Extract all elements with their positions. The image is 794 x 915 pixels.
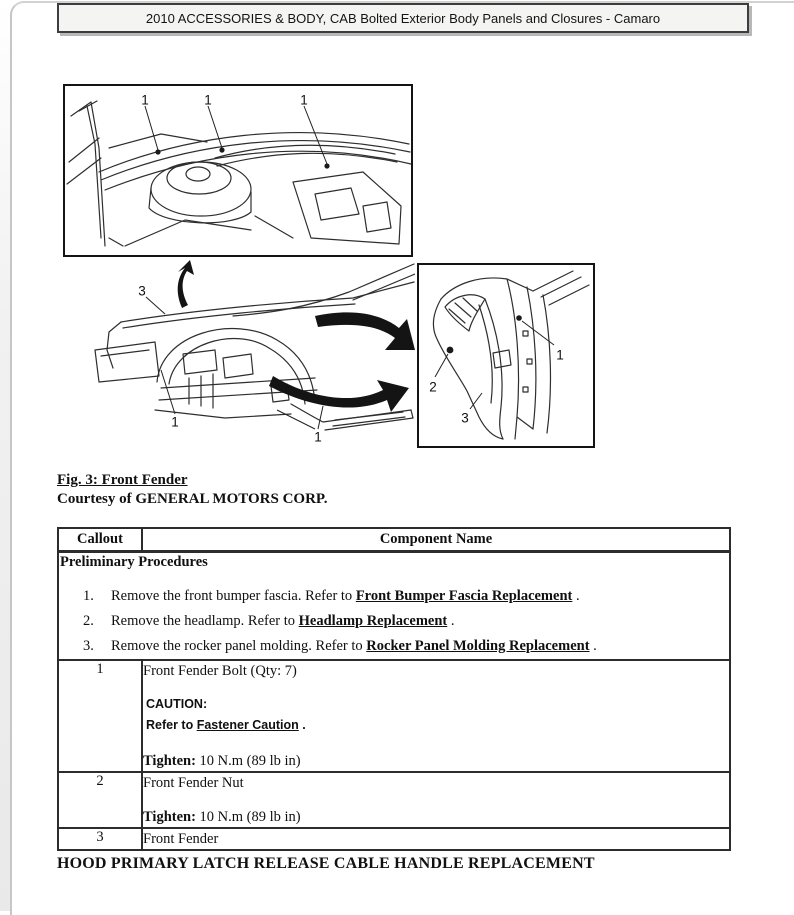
callout-3-detail: 3 [461, 410, 469, 426]
headlamp-replacement-link[interactable]: Headlamp Replacement [298, 613, 448, 629]
document-header-bar: 2010 ACCESSORIES & BODY, CAB Bolted Exte… [57, 3, 749, 33]
step-suffix: . [572, 588, 580, 604]
column-header-callout: Callout [57, 527, 143, 553]
tighten-value: 10 N.m (89 lb in) [199, 809, 301, 825]
table-header-row: Callout Component Name [57, 527, 731, 553]
callout-1c: 1 [300, 92, 308, 108]
page-edge [10, 1, 794, 915]
step-number: 3. [83, 638, 94, 654]
page-left-margin [0, 0, 10, 911]
callout-cell-2: 2 [57, 771, 143, 829]
caution-prefix: Refer to [146, 718, 197, 732]
caution-reference: Refer to Fastener Caution . [146, 715, 729, 736]
tighten-value: 10 N.m (89 lb in) [199, 753, 301, 769]
callout-3-fender: 3 [138, 283, 146, 299]
figure-caption-block: Fig. 3: Front Fender Courtesy of GENERAL… [57, 471, 327, 509]
component-name: Front Fender [143, 831, 219, 847]
step-number: 1. [83, 588, 94, 604]
component-name: Front Fender Bolt (Qty: 7) [143, 663, 297, 679]
step-text: Remove the front bumper fascia. Refer to [111, 588, 356, 604]
callout-cell-1: 1 [57, 659, 143, 773]
callout-2-detail: 2 [429, 379, 437, 395]
engine-bay-line-art [66, 100, 411, 247]
preliminary-procedures-row: Preliminary Procedures 1. Remove the fro… [57, 550, 731, 661]
component-table: Callout Component Name Preliminary Proce… [57, 527, 731, 851]
rocker-panel-molding-replacement-link[interactable]: Rocker Panel Molding Replacement [366, 638, 590, 654]
figure-courtesy: Courtesy of GENERAL MOTORS CORP. [57, 491, 328, 507]
figure-caption: Fig. 3: Front Fender [57, 472, 188, 488]
preliminary-title: Preliminary Procedures [60, 554, 208, 570]
component-name: Front Fender Nut [143, 775, 244, 791]
prelim-step-3: 3. Remove the rocker panel molding. Refe… [83, 634, 729, 659]
figure-box-top: 1 1 1 [63, 84, 413, 257]
step-text: Remove the rocker panel molding. Refer t… [111, 638, 367, 654]
prelim-step-2: 2. Remove the headlamp. Refer to Headlam… [83, 609, 729, 634]
tighten-spec: Tighten: 10 N.m (89 lb in) [143, 751, 729, 771]
tighten-label: Tighten: [143, 753, 196, 769]
step-number: 2. [83, 613, 94, 629]
next-section-heading: HOOD PRIMARY LATCH RELEASE CABLE HANDLE … [57, 855, 595, 872]
front-clip-line-art [94, 260, 415, 431]
table-row-3: 3 Front Fender [57, 827, 731, 851]
callout-1-bolt-lower: 1 [314, 429, 322, 445]
table-row-2: 2 Front Fender Nut Tighten: 10 N.m (89 l… [57, 771, 731, 829]
callout-cell-3: 3 [57, 827, 143, 851]
direction-arrows [177, 260, 415, 412]
fastener-caution-link[interactable]: Fastener Caution [196, 718, 299, 732]
step-text: Remove the headlamp. Refer to [111, 613, 299, 629]
tighten-label: Tighten: [143, 809, 196, 825]
column-header-component: Component Name [141, 527, 731, 553]
tighten-spec: Tighten: 10 N.m (89 lb in) [143, 807, 729, 827]
fender-detail-line-art [432, 270, 590, 440]
step-suffix: . [589, 638, 597, 654]
caution-label: CAUTION: [146, 697, 208, 711]
callout-1-bolt-left: 1 [171, 414, 179, 430]
front-bumper-fascia-replacement-link[interactable]: Front Bumper Fascia Replacement [355, 588, 573, 604]
document-title: 2010 ACCESSORIES & BODY, CAB Bolted Exte… [145, 10, 661, 26]
callout-1-detail: 1 [556, 347, 564, 363]
caution-suffix: . [298, 718, 306, 732]
figure-side-view: 3 1 1 [65, 258, 415, 456]
callout-1a: 1 [141, 92, 149, 108]
step-suffix: . [447, 613, 455, 629]
table-row-1: 1 Front Fender Bolt (Qty: 7) CAUTION: Re… [57, 659, 731, 773]
callout-1b: 1 [204, 92, 212, 108]
prelim-step-1: 1. Remove the front bumper fascia. Refer… [83, 584, 729, 609]
figure-box-detail: 1 2 3 [417, 263, 595, 448]
